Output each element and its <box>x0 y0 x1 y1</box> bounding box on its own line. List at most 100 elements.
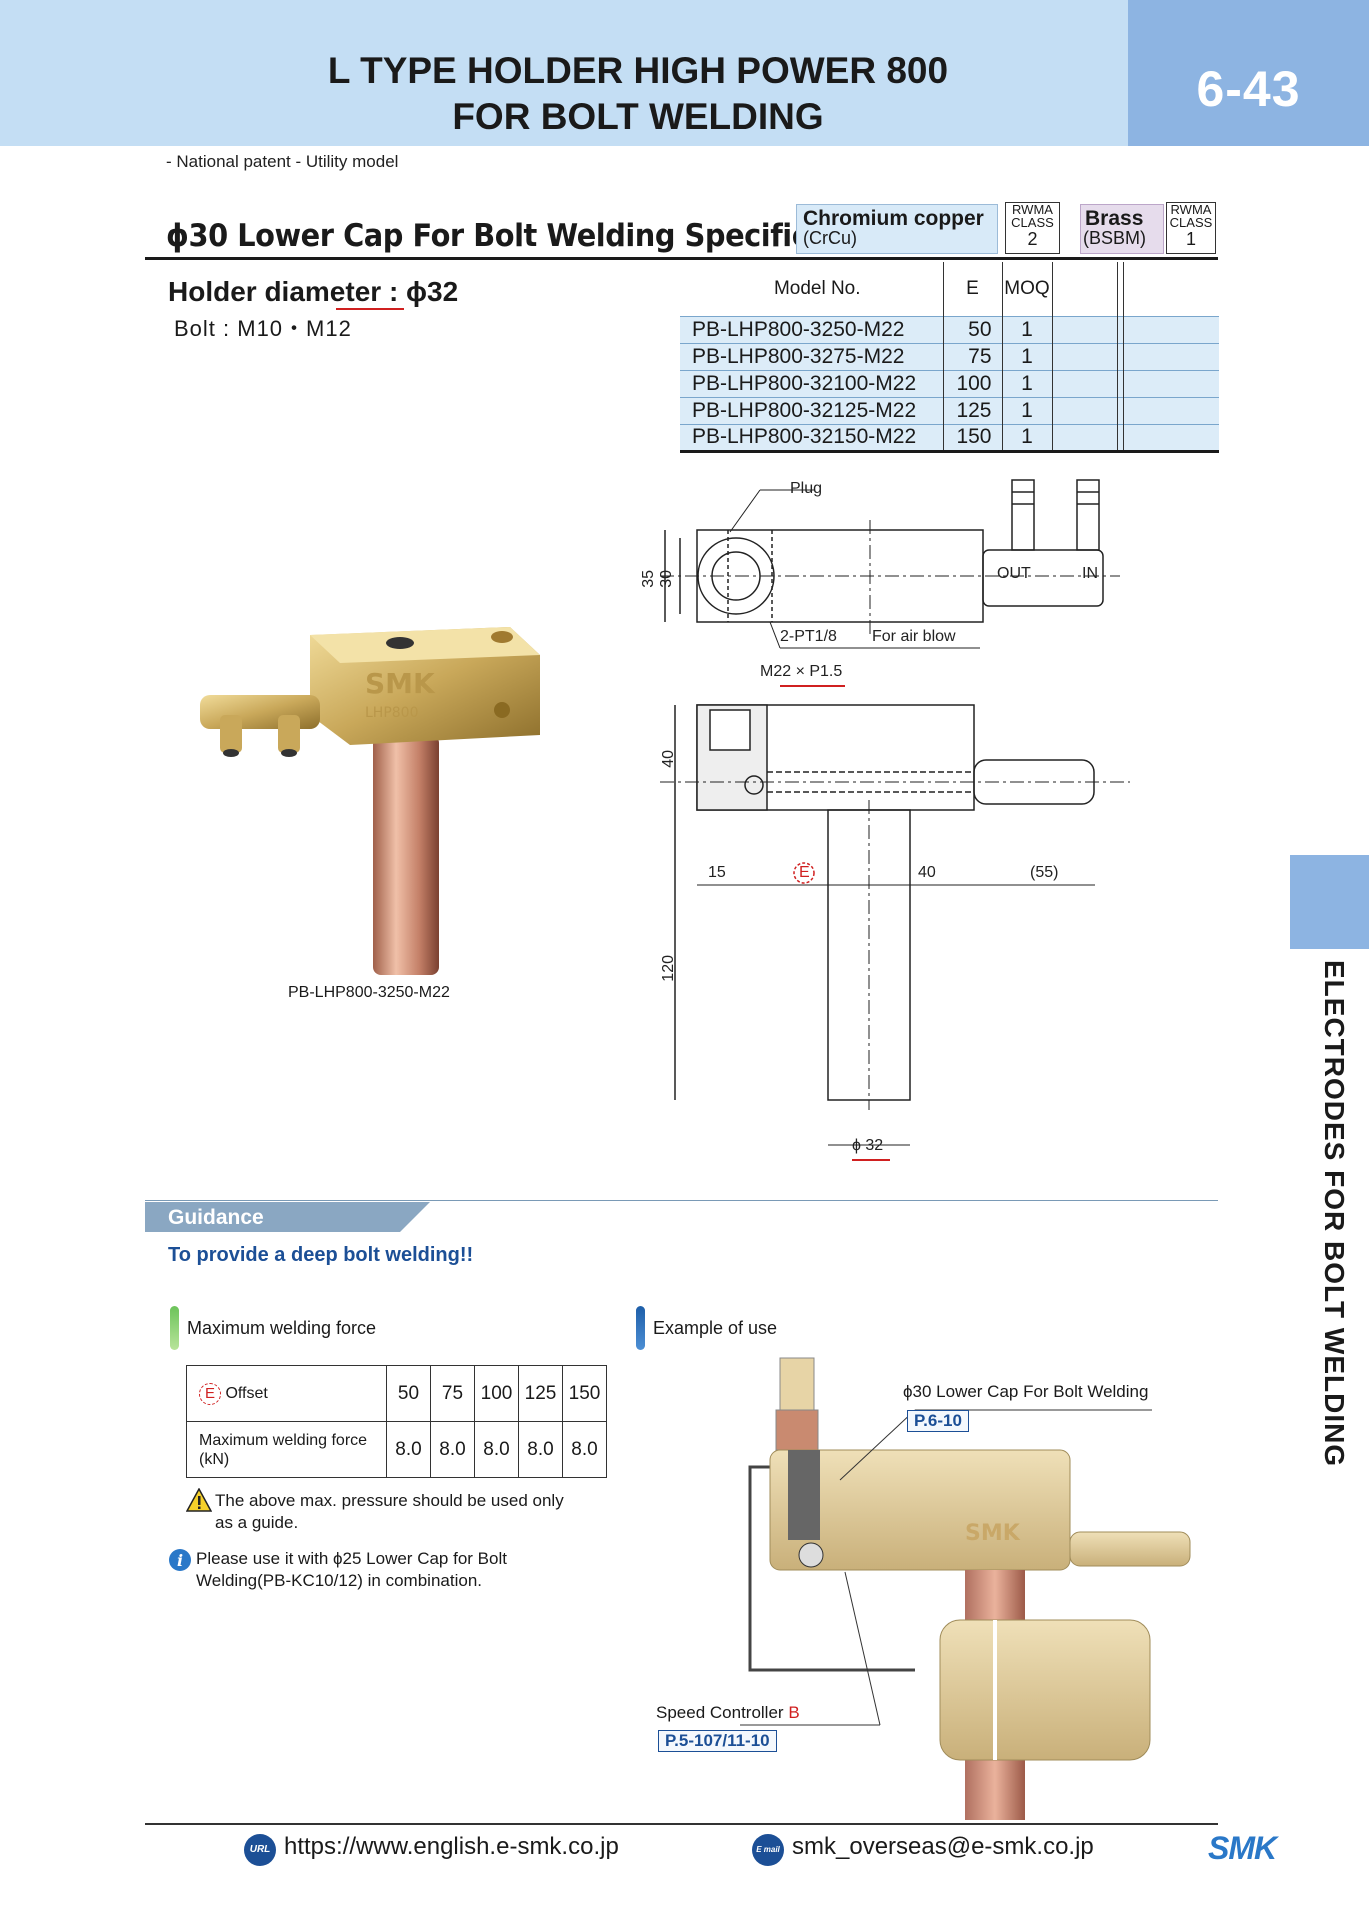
leader-speed <box>844 1571 881 1726</box>
material-name: Brass <box>1085 207 1144 230</box>
header-model: Model No. <box>680 262 944 316</box>
red-underline <box>336 308 404 310</box>
moq-value: 1 <box>1002 315 1053 343</box>
bolt-sizes: Bolt : M10・M12 <box>174 316 352 341</box>
nozzle <box>278 715 300 753</box>
page-number: 6-43 <box>1196 61 1301 117</box>
blank-cell <box>1117 315 1124 343</box>
blank-cell <box>1117 342 1124 370</box>
page-title: L TYPE HOLDER HIGH POWER 800 FOR BOLT WE… <box>0 48 1276 140</box>
force-table: E Offset 50 75 100 125 150 Maximum weldi… <box>186 1365 607 1478</box>
nozzle <box>220 715 242 753</box>
dim-40: 40 <box>918 864 936 881</box>
footer-url[interactable]: https://www.english.e-smk.co.jp <box>284 1833 619 1860</box>
dim-120: 120 <box>660 955 677 982</box>
spec-divider <box>145 257 1218 260</box>
material-code: (CrCu) <box>803 228 857 248</box>
force-value: 8.0 <box>562 1421 607 1478</box>
guidance-tab-shape <box>145 1202 430 1232</box>
info-note: Please use it with ϕ25 Lower Cap for Bol… <box>196 1548 507 1592</box>
force-row: Maximum welding force (kN) 8.0 8.0 8.0 8… <box>186 1421 607 1478</box>
header-e: E <box>943 262 1003 316</box>
blank-cell <box>1123 315 1219 343</box>
model-no: PB-LHP800-3250-M22 <box>680 315 944 343</box>
example-illustration: SMK <box>740 1357 1191 1820</box>
section-marker-green <box>170 1306 179 1350</box>
info-line-1: Please use it with ϕ25 Lower Cap for Bol… <box>196 1549 507 1568</box>
dim-40-vertical: 40 <box>660 750 677 768</box>
air-hole <box>744 775 764 795</box>
title-line-2: FOR BOLT WELDING <box>452 96 824 137</box>
side-tab-label: ELECTRODES FOR BOLT WELDING <box>1319 960 1350 1468</box>
offset-label: Offset <box>225 1384 268 1402</box>
e-value: 125 <box>943 396 1003 424</box>
blank-cell <box>1052 369 1118 397</box>
rwma-label: RWMA <box>1170 202 1212 217</box>
footer-divider <box>145 1823 1218 1825</box>
dim-55: (55) <box>1030 864 1059 881</box>
guidance-divider <box>145 1200 1218 1201</box>
warning-note: The above max. pressure should be used o… <box>215 1490 564 1534</box>
force-label: Maximum welding force <box>199 1431 368 1449</box>
nozzle-out <box>1011 479 1035 551</box>
nozzle-hole <box>223 749 239 757</box>
title-line-1: L TYPE HOLDER HIGH POWER 800 <box>327 50 949 91</box>
side-tab <box>1290 855 1369 949</box>
blank-cell <box>1123 423 1219 453</box>
class-label: CLASS <box>1011 215 1054 230</box>
guidance-headline: To provide a deep bolt welding!! <box>168 1244 474 1266</box>
fitting <box>1069 1531 1191 1567</box>
upper-cap <box>775 1409 819 1451</box>
info-line-2: Welding(PB-KC10/12) in combination. <box>196 1571 482 1590</box>
copper-shaft <box>373 735 439 975</box>
moq-value: 1 <box>1002 342 1053 370</box>
air-fitting-outline <box>982 549 1104 607</box>
blank-cell <box>1117 423 1124 453</box>
label-pt: 2-PT1/8 <box>780 628 837 645</box>
moq-value: 1 <box>1002 396 1053 424</box>
nozzle-in <box>1076 479 1100 551</box>
footer-logo: SMK <box>1208 1830 1277 1866</box>
offset-row: E Offset 50 75 100 125 150 <box>186 1365 607 1422</box>
upper-electrode <box>779 1357 815 1419</box>
offset-value: 150 <box>562 1365 607 1422</box>
holder-body <box>769 1449 1071 1571</box>
speed-letter: B <box>788 1703 800 1722</box>
blank-cell <box>1123 342 1219 370</box>
speed-page-link[interactable]: P.5-107/11-10 <box>658 1730 777 1752</box>
material-brass: Brass (BSBM) <box>1080 204 1164 254</box>
port-hole <box>491 631 513 643</box>
header-blank <box>1117 262 1124 316</box>
holder-diameter: Holder diameter : ϕ32 <box>168 276 459 307</box>
side-hole <box>494 702 510 718</box>
cap-page-link[interactable]: P.6-10 <box>907 1410 969 1432</box>
air-fitting <box>200 695 320 729</box>
header-blank <box>1123 262 1219 316</box>
product-caption: PB-LHP800-3250-M22 <box>288 984 450 1001</box>
label-air-blow: For air blow <box>872 628 956 645</box>
material-name: Chromium copper <box>803 207 984 230</box>
model-no: PB-LHP800-32150-M22 <box>680 423 944 453</box>
offset-value: 75 <box>430 1365 475 1422</box>
leader-pt <box>769 621 781 649</box>
model-no: PB-LHP800-3275-M22 <box>680 342 944 370</box>
e-value: 150 <box>943 423 1003 453</box>
blank-cell <box>1117 396 1124 424</box>
warning-line-2: as a guide. <box>215 1513 299 1532</box>
table-header: Model No. E MOQ <box>680 262 1219 316</box>
blank-cell <box>1052 342 1118 370</box>
blank-cell <box>1052 315 1118 343</box>
force-label-cell: Maximum welding force (kN) <box>186 1421 387 1478</box>
e-value: 75 <box>943 342 1003 370</box>
footer-email[interactable]: smk_overseas@e-smk.co.jp <box>792 1833 1094 1860</box>
force-value: 8.0 <box>518 1421 563 1478</box>
speed-controller-label: Speed Controller B <box>656 1703 800 1723</box>
blank-cell <box>1052 423 1118 453</box>
blank-cell <box>1117 369 1124 397</box>
product-photo: SMK LHP800 <box>200 627 540 975</box>
brass-top <box>310 627 540 663</box>
label-out: OUT <box>997 565 1031 582</box>
